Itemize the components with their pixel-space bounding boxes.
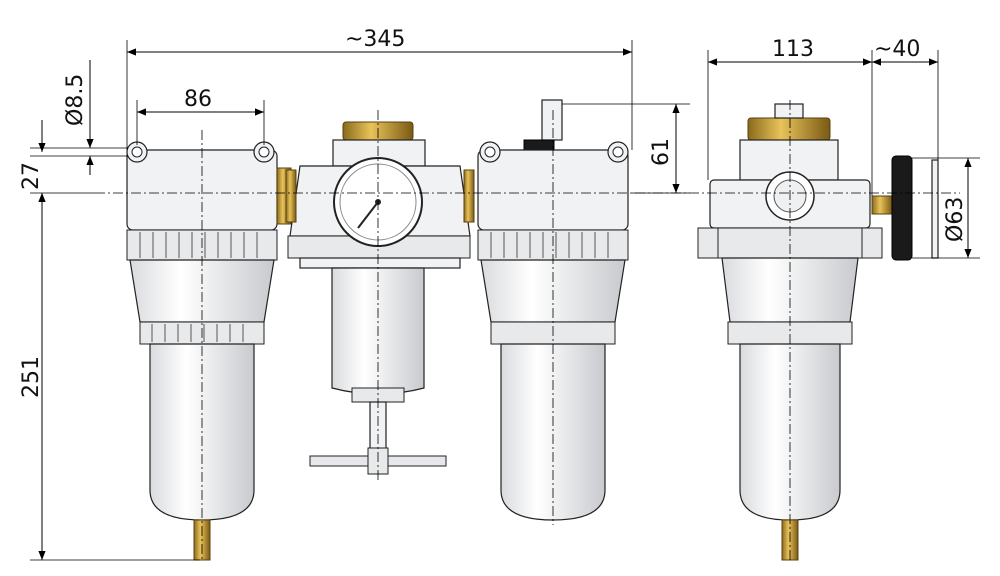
dim-side-width: 113 xyxy=(772,37,814,62)
filter-unit-left xyxy=(126,141,292,561)
side-view-unit xyxy=(697,103,939,561)
dimension-lines xyxy=(30,40,980,561)
dim-drain-height: 61 xyxy=(649,138,674,166)
dim-top-offset: 27 xyxy=(19,162,44,190)
center-lines xyxy=(95,100,960,560)
dim-height: 251 xyxy=(19,356,44,398)
dim-gauge-diameter: Ø63 xyxy=(943,197,968,242)
side-gauge xyxy=(891,155,913,261)
dim-mount-spacing: 86 xyxy=(184,87,212,112)
dim-overall-width: ~345 xyxy=(345,27,405,52)
dim-gauge-protrusion: ~40 xyxy=(874,37,920,62)
dim-hole-diameter: Ø8.5 xyxy=(63,74,88,126)
regulator-unit xyxy=(285,121,475,475)
